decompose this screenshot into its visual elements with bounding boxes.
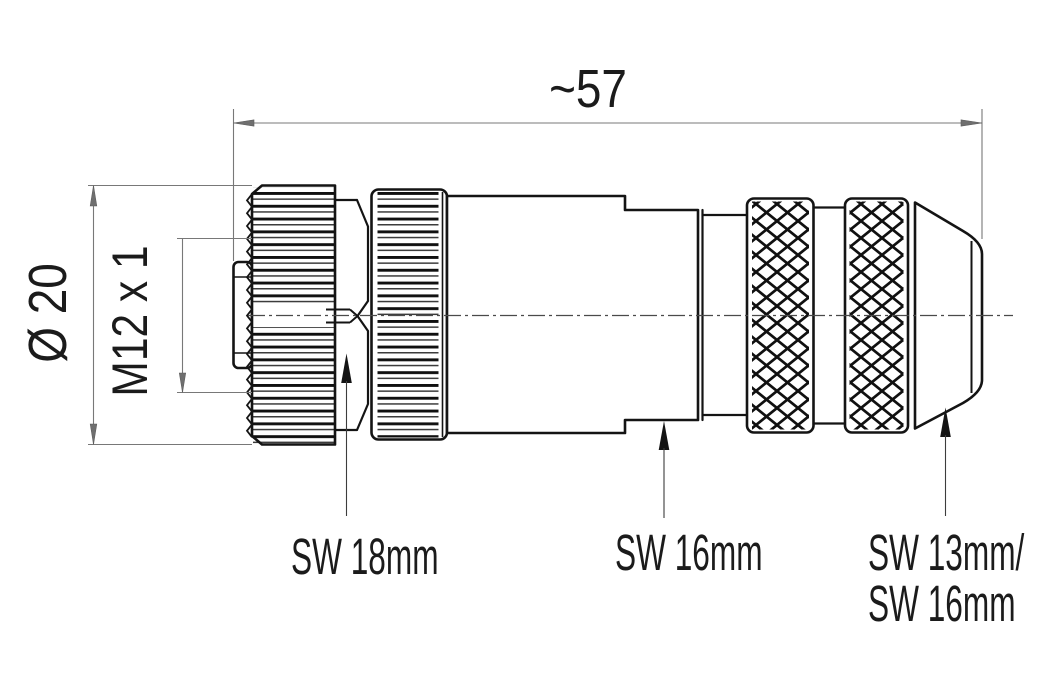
wrench-end-label-line1: SW 13mm/ — [868, 524, 1024, 580]
dim-arrow-left — [233, 119, 255, 127]
dim-outer-diameter: Ø 20 — [18, 184, 252, 446]
dim-arrow-top — [89, 185, 98, 207]
overall-length-label: ~57 — [549, 59, 627, 119]
dim-overall-length: ~57 — [232, 59, 983, 261]
dim-arrow-thread — [178, 372, 187, 393]
knurled-ring — [370, 188, 449, 441]
dim-arrow-right — [960, 119, 983, 127]
coupling-nut-serration-edge — [245, 193, 254, 438]
wrench-nut-label: SW 18mm — [291, 528, 439, 584]
leader-arrow-sw16 — [658, 421, 670, 450]
leader-sw18: SW 18mm — [291, 353, 439, 585]
dim-thread: M12 x 1 — [102, 237, 252, 397]
wrench-body-label: SW 16mm — [615, 524, 763, 580]
wrench-end-label-line2: SW 16mm — [868, 575, 1016, 631]
leader-arrow-sw13 — [940, 407, 951, 437]
connector-body — [445, 194, 749, 435]
hex-flat-sw18 — [333, 198, 370, 432]
clamp-groove — [812, 206, 847, 425]
dim-arrow-bottom — [89, 423, 98, 445]
coupling-nut-knurl — [253, 187, 334, 305]
coupling-nut — [245, 184, 359, 446]
coupling-nut-knurl — [253, 327, 334, 444]
nut-center-slot — [326, 308, 359, 324]
body-neck — [701, 213, 749, 417]
leader-sw13-16: SW 13mm/ SW 16mm — [868, 407, 1024, 632]
leader-sw16: SW 16mm — [615, 421, 763, 581]
outer-diameter-label: Ø 20 — [18, 263, 78, 363]
leader-arrow-sw18 — [341, 353, 352, 383]
thread-label: M12 x 1 — [102, 245, 158, 396]
